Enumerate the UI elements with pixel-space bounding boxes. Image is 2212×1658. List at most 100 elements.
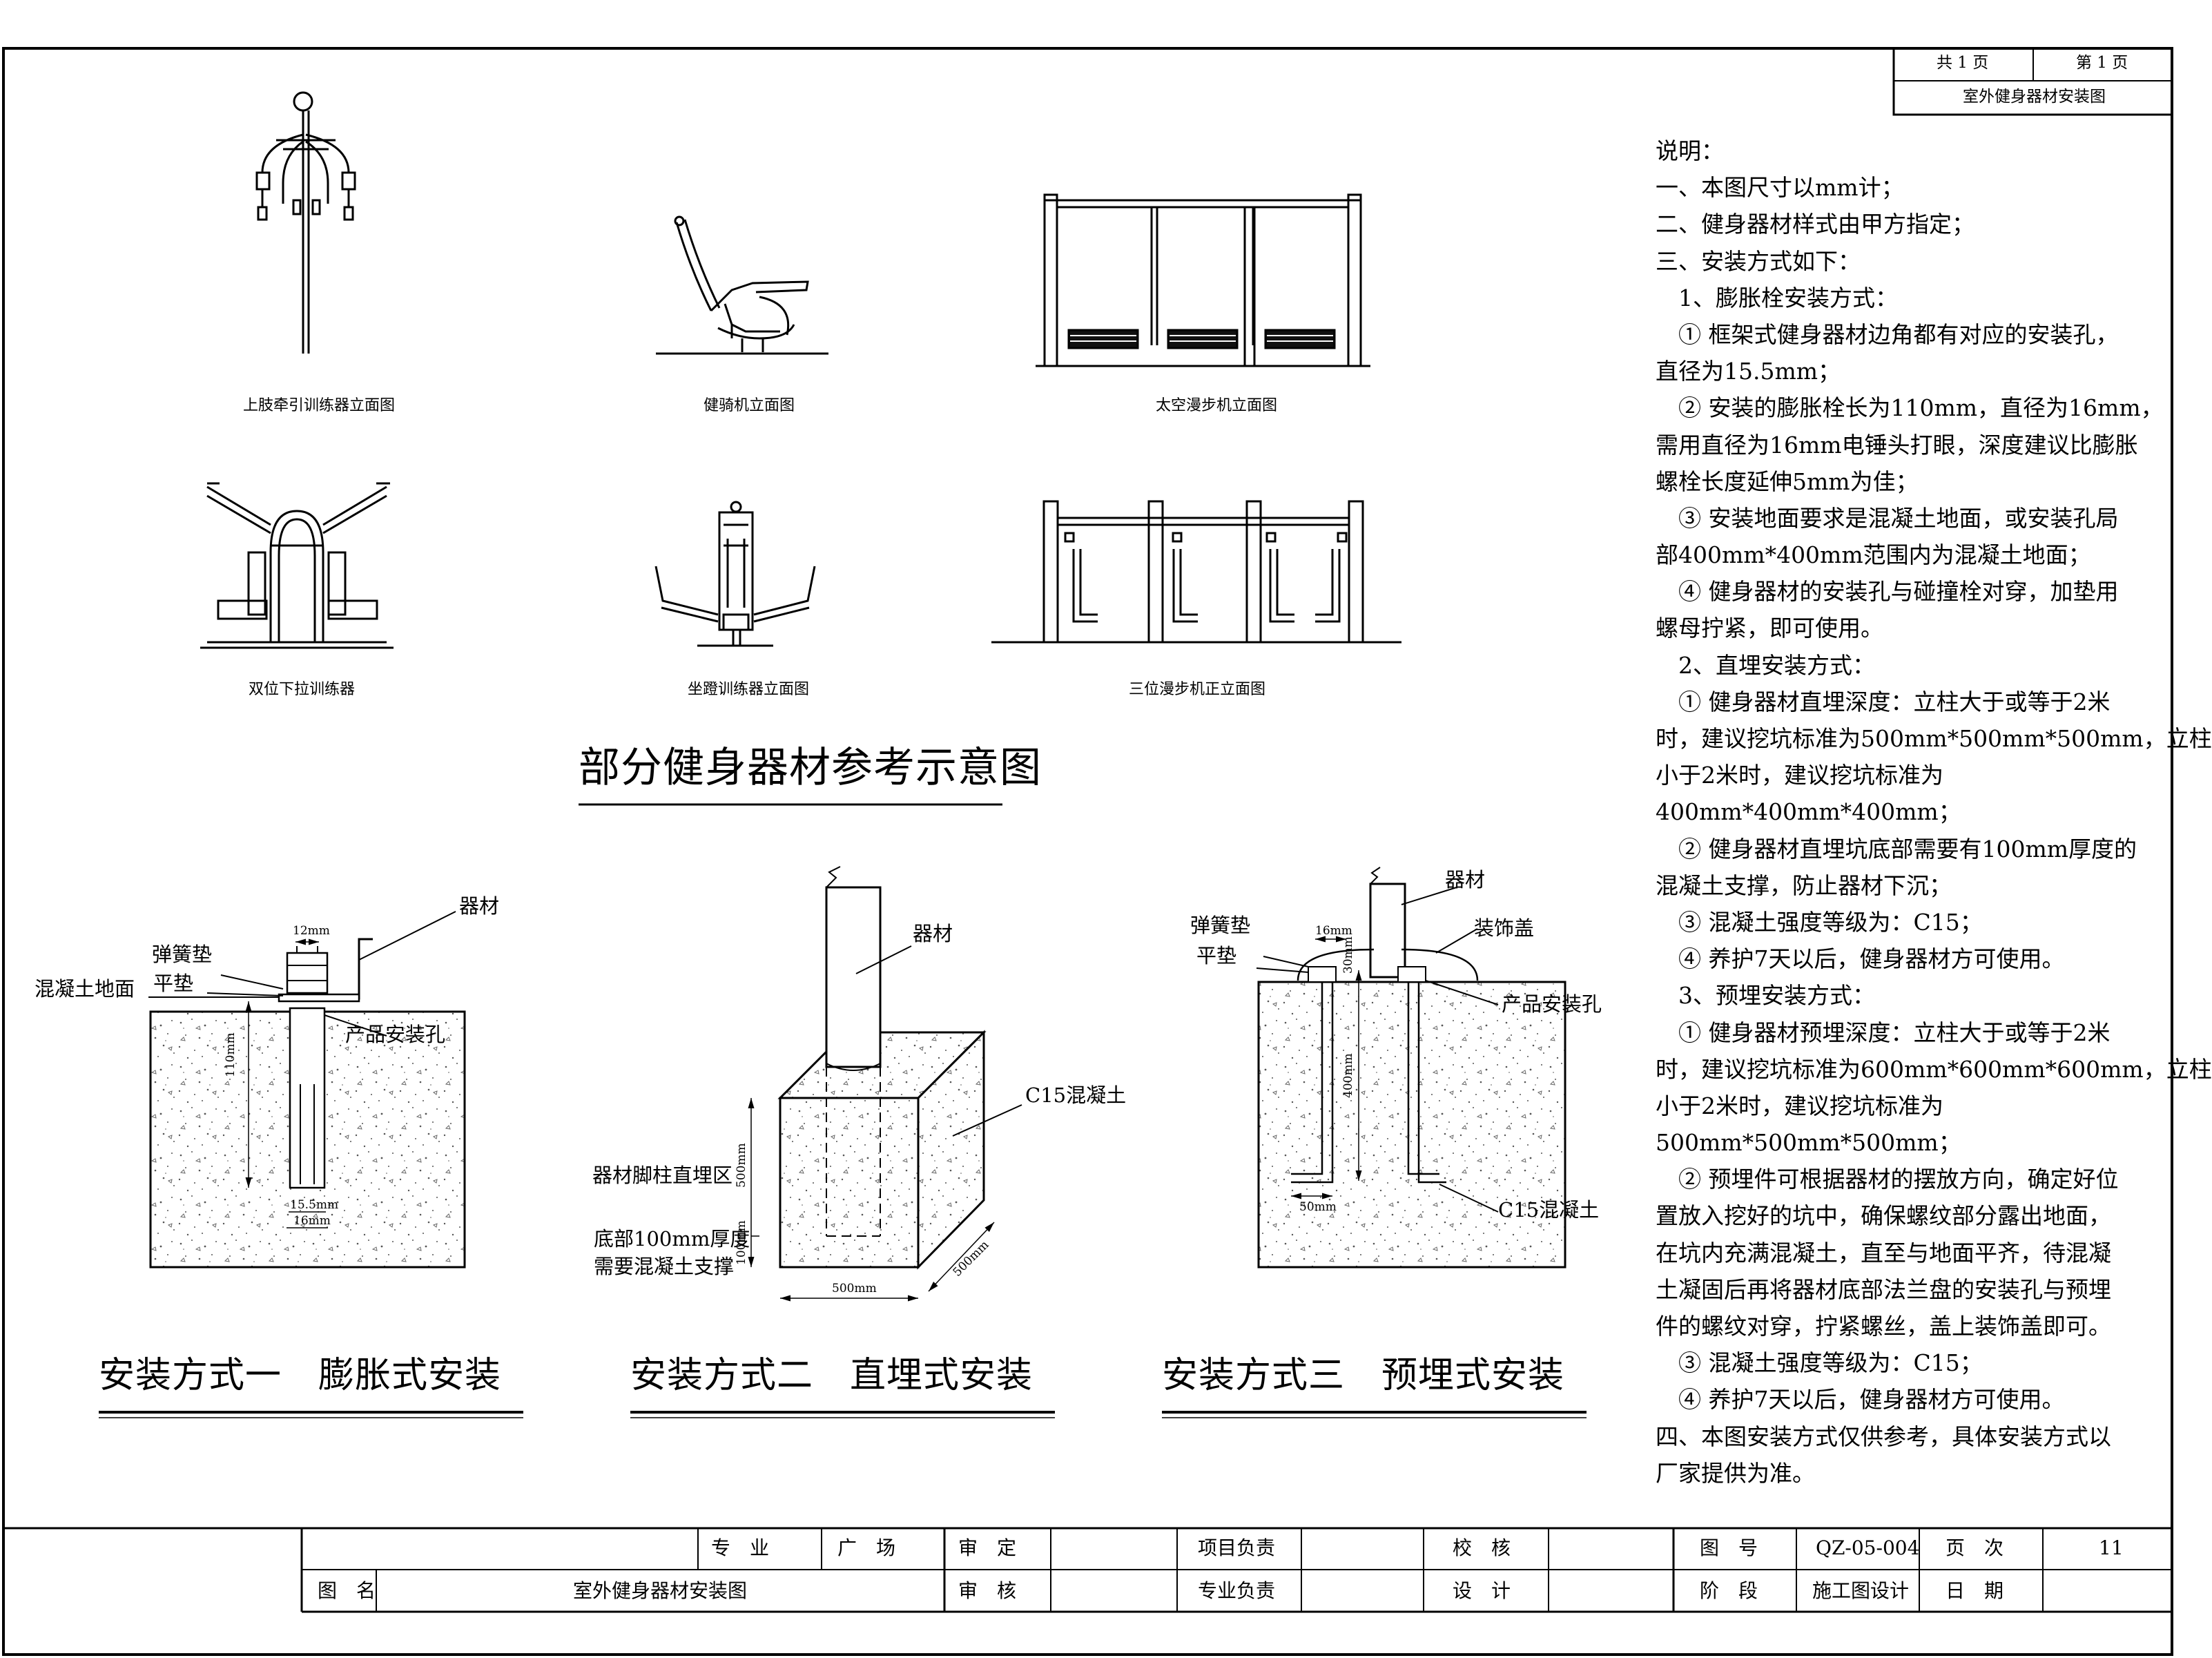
m1-dim-hole: 15.5mm — [290, 1198, 339, 1212]
tb-jiaohe: 校 核 — [1453, 1536, 1511, 1559]
note-line: 螺栓长度延伸5mm为佳； — [1656, 467, 1919, 495]
m1-equipment-label: 器材 — [459, 894, 500, 918]
m1-flat-washer-label: 平垫 — [153, 972, 194, 995]
m3-concrete-label: C15混凝土 — [1498, 1198, 1600, 1222]
tb-drawing-no: QZ-05-004 — [1816, 1536, 1920, 1559]
tb-title: 室外健身器材安装图 — [573, 1579, 748, 1602]
m2-zone-label: 器材脚柱直埋区 — [592, 1164, 733, 1187]
m2-dim-bottom: 100mm — [735, 1220, 748, 1265]
method2-drawing — [748, 866, 1022, 1302]
equipment-double-pulldown — [200, 482, 394, 649]
note-line: 部400mm*400mm范围内为混凝土地面； — [1656, 541, 2091, 569]
m3-dim-hook: 50mm — [1299, 1200, 1337, 1214]
m3-dim-embed: 400mm — [1341, 1053, 1355, 1098]
tb-riqi: 日 期 — [1946, 1579, 2004, 1602]
note-line: ④ 健身器材的安装孔与碰撞栓对穿，加垫用 — [1656, 578, 2119, 606]
note-line: 直径为15.5mm； — [1656, 358, 1841, 385]
m3-flat-washer-label: 平垫 — [1196, 944, 1237, 967]
tb-zhuanye-fuze: 专业负责 — [1198, 1579, 1276, 1602]
caption-upper-limb: 上肢牵引训练器立面图 — [243, 397, 396, 414]
m2-equipment-label: 器材 — [913, 922, 953, 945]
section-title: 部分健身器材参考示意图 — [579, 744, 1042, 792]
method1-drawing — [148, 911, 466, 1269]
notes-block: 说明： 一、本图尺寸以mm计； 二、健身器材样式由甲方指定； 三、安装方式如下： 1、… — [1656, 133, 2212, 1492]
m1-dim-bolt-length: 110mm — [224, 1032, 237, 1077]
total-pages: 共 1 页 — [1937, 54, 1989, 72]
tb-xiangmu: 项目负责 — [1198, 1536, 1276, 1559]
note-line: 置放入挖好的坑中，确保螺纹部分露出地面， — [1656, 1202, 2111, 1230]
note-line: ① 健身器材预埋深度：立柱大于或等于2米 — [1656, 1019, 2111, 1046]
m3-dim-washer: 16mm — [1315, 924, 1352, 938]
caption-triple-walker: 三位漫步机正立面图 — [1129, 681, 1266, 698]
note-line: 小于2米时，建议挖坑标准为 — [1656, 762, 1943, 789]
note-line: 在坑内充满混凝土，直至与地面平齐，待混凝 — [1656, 1239, 2111, 1266]
note-line: ④ 养护7天以后，健身器材方可使用。 — [1656, 1386, 2065, 1414]
m3-dim-thread: 30mm — [1341, 936, 1355, 974]
note-line: 混凝土支撑，防止器材下沉； — [1656, 871, 1952, 899]
note-line: ② 安装的膨胀栓长为110mm，直径为16mm， — [1656, 394, 2164, 422]
note-line: 小于2米时，建议挖坑标准为 — [1656, 1092, 1943, 1119]
note-line: ② 健身器材直埋坑底部需要有100mm厚度的 — [1656, 835, 2137, 862]
note-line: 三、安装方式如下： — [1656, 247, 1861, 275]
tb-tuhao: 图 号 — [1700, 1536, 1758, 1559]
m1-hole-label: 产品安装孔 — [345, 1023, 446, 1046]
equipment-space-walker — [1036, 193, 1370, 367]
note-line: 四、本图安装方式仅供参考，具体安装方式以 — [1656, 1423, 2111, 1450]
tb-shenhe: 审 核 — [958, 1579, 1017, 1602]
equipment-upper-limb-traction — [255, 91, 356, 354]
m3-spring-washer-label: 弹簧垫 — [1190, 914, 1251, 937]
m2-concrete-label: C15混凝土 — [1025, 1083, 1127, 1107]
sheet-info-box — [1892, 47, 2173, 116]
method3-title: 安装方式三 预埋式安装 — [1162, 1355, 1565, 1396]
note-line: 时，建议挖坑标准为500mm*500mm*500mm，立柱 — [1656, 725, 2212, 752]
equipment-rider — [656, 215, 828, 355]
title-block-grid — [3, 1527, 2172, 1613]
tb-page: 11 — [2099, 1536, 2124, 1559]
method-title-underlines — [99, 1411, 1587, 1418]
tb-sheji: 设 计 — [1453, 1579, 1511, 1602]
method1-title: 安装方式一 膨胀式安装 — [99, 1355, 502, 1396]
equipment-triple-walker — [991, 500, 1401, 644]
note-line: 说明： — [1656, 137, 1724, 164]
tb-jieduan: 阶 段 — [1700, 1579, 1758, 1602]
sheet-drawing-title: 室外健身器材安装图 — [1963, 88, 2106, 106]
equipment-leg-press — [654, 501, 816, 647]
method3-drawing — [1256, 867, 1566, 1269]
page-number: 第 1 页 — [2076, 54, 2128, 72]
note-line: ③ 混凝土强度等级为：C15； — [1656, 1349, 1983, 1377]
m1-spring-washer-label: 弹簧垫 — [152, 943, 213, 966]
caption-double-pulldown: 双位下拉训练器 — [249, 681, 356, 698]
m1-dim-bolt-dia: 16mm — [293, 1214, 331, 1228]
m2-bottom-label-1: 底部100mm厚度 — [594, 1227, 750, 1251]
note-line: 件的螺纹对穿，拧紧螺丝，盖上装饰盖即可。 — [1656, 1313, 2111, 1340]
tb-stage: 施工图设计 — [1812, 1579, 1910, 1602]
m3-cover-label: 装饰盖 — [1474, 916, 1535, 940]
tb-zhuanye: 专 业 — [711, 1536, 770, 1559]
m1-ground-label: 混凝土地面 — [35, 977, 135, 1001]
caption-leg-press: 坐蹬训练器立面图 — [688, 681, 810, 698]
note-line: 500mm*500mm*500mm； — [1656, 1129, 1961, 1157]
note-line: 2、直埋安装方式： — [1656, 651, 1875, 679]
m2-dim-depth: 500mm — [735, 1143, 748, 1188]
note-line: 400mm*400mm*400mm； — [1656, 798, 1961, 826]
m2-bottom-label-2: 需要混凝土支撑 — [594, 1255, 735, 1278]
note-line: 二、健身器材样式由甲方指定； — [1656, 211, 1975, 238]
m2-dim-width: 500mm — [832, 1282, 877, 1295]
note-line: 一、本图尺寸以mm计； — [1656, 174, 1904, 202]
note-line: ① 健身器材直埋深度：立柱大于或等于2米 — [1656, 688, 2111, 715]
m3-equipment-label: 器材 — [1445, 868, 1486, 891]
tb-shending: 审 定 — [958, 1536, 1017, 1559]
note-line: 1、膨胀栓安装方式： — [1656, 284, 1898, 311]
note-line: 螺母拧紧，即可使用。 — [1656, 615, 1883, 642]
note-line: ① 框架式健身器材边角都有对应的安装孔， — [1656, 320, 2119, 348]
note-line: ④ 养护7天以后，健身器材方可使用。 — [1656, 945, 2065, 973]
note-line: ③ 安装地面要求是混凝土地面，或安装孔局 — [1656, 504, 2119, 532]
note-line: ③ 混凝土强度等级为：C15； — [1656, 908, 1983, 936]
note-line: 土凝固后再将器材底部法兰盘的安装孔与预埋 — [1656, 1275, 2111, 1303]
caption-space-walker: 太空漫步机立面图 — [1156, 397, 1278, 414]
tb-tuming: 图 名 — [318, 1579, 376, 1602]
m3-hole-label: 产品安装孔 — [1502, 992, 1602, 1016]
tb-yeci: 页 次 — [1946, 1536, 2004, 1559]
note-line: 厂家提供为准。 — [1656, 1459, 1815, 1487]
